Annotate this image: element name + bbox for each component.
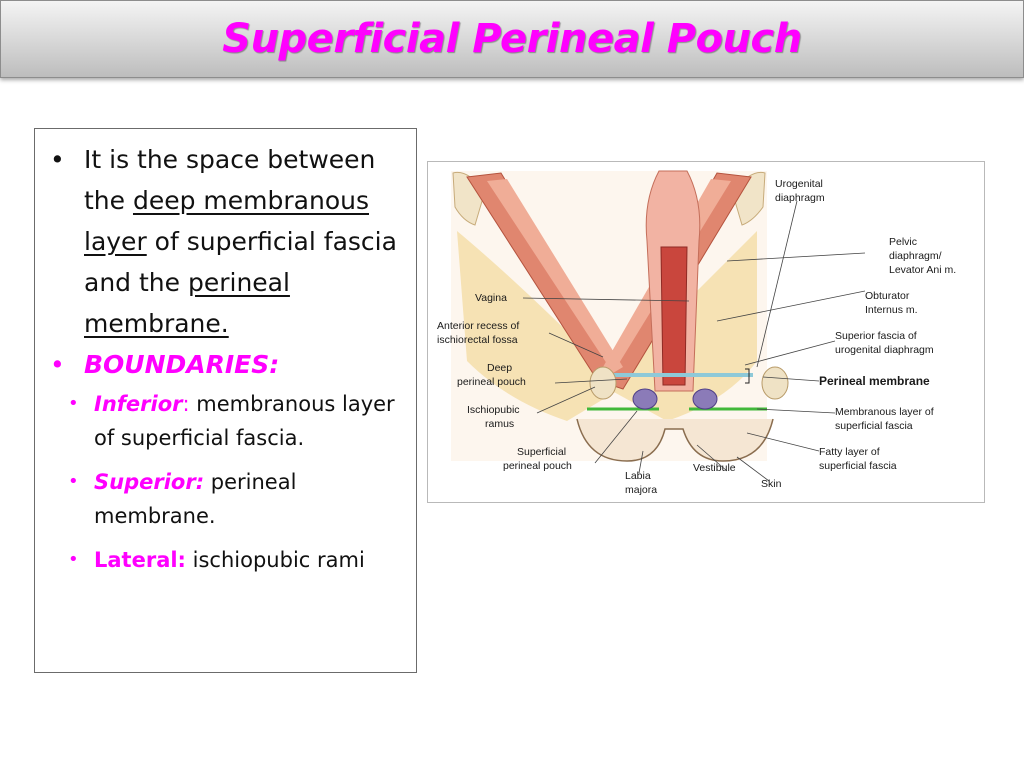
bulb-left bbox=[632, 388, 658, 410]
boundary-item-inferior: • Inferior: membranous layer of superfici… bbox=[49, 387, 409, 455]
boundary-text: membranous layer of superficial fascia. bbox=[94, 392, 395, 450]
bullet-boundaries: •BOUNDARIES: •Inferior: membranous layer… bbox=[49, 344, 409, 577]
ischiopubic-ramus-left bbox=[589, 366, 617, 400]
label-perineal-membrane: Perineal membrane bbox=[819, 374, 930, 388]
slide-title: Superficial Perineal Pouch bbox=[222, 16, 802, 62]
boundary-label: Superior: bbox=[94, 470, 205, 494]
perineum-diagram: Urogenital diaphragm Pelvic diaphragm/ L… bbox=[427, 161, 985, 503]
label-deep-pouch: Deep perineal pouch bbox=[457, 362, 526, 388]
definition-text-1: It is the space between the bbox=[84, 145, 376, 215]
fat-left bbox=[457, 231, 617, 421]
label-fatty-layer: Fatty layer of superficial fascia bbox=[819, 446, 897, 472]
bullet-dot-icon: • bbox=[50, 145, 65, 174]
boundaries-list: • Inferior: membranous layer of superfici… bbox=[68, 387, 409, 577]
bullet-dot-icon: • bbox=[68, 393, 79, 414]
labia-skin bbox=[576, 418, 774, 462]
label-superficial-pouch: Superficial perineal pouch bbox=[503, 446, 572, 472]
boundary-text: ischiopubic rami bbox=[192, 548, 365, 572]
boundary-text: perineal membrane. bbox=[94, 470, 297, 528]
label-anterior-recess: Anterior recess of ischiorectal fossa bbox=[437, 320, 522, 346]
definition-term-deep-layer: deep membranous layer bbox=[84, 186, 369, 256]
label-ischiopubic-ramus: Ischiopubic ramus bbox=[467, 404, 522, 430]
boundary-label: Lateral: bbox=[94, 548, 186, 572]
bracket-mark bbox=[745, 368, 750, 384]
boundary-item-lateral: • Lateral: ischiopubic rami bbox=[49, 543, 409, 577]
boundary-sep bbox=[186, 548, 193, 572]
ischiopubic-ramus-right bbox=[761, 366, 789, 400]
label-urogenital-diaphragm: Urogenital diaphragm bbox=[775, 178, 826, 204]
label-skin: Skin bbox=[761, 478, 782, 490]
boundary-label: Inferior bbox=[94, 392, 183, 416]
bullet-dot-icon: • bbox=[50, 350, 65, 379]
definition-text-2: of superficial fascia and the bbox=[84, 227, 397, 297]
bullet-definition: • It is the space between the deep membra… bbox=[49, 139, 409, 344]
boundary-sep: : bbox=[182, 392, 197, 416]
boundary-item-superior: • Superior: perineal membrane. bbox=[49, 465, 409, 533]
label-pelvic-diaphragm: Pelvic diaphragm/ Levator Ani m. bbox=[889, 236, 956, 276]
bulb-right bbox=[692, 388, 718, 410]
title-bar: Superficial Perineal Pouch bbox=[0, 0, 1024, 78]
label-obturator: Obturator Internus m. bbox=[865, 290, 918, 316]
label-labia-majora: Labia majora bbox=[625, 470, 657, 496]
boundaries-heading: BOUNDARIES: bbox=[84, 350, 280, 379]
bullet-dot-icon: • bbox=[68, 549, 79, 570]
bullet-dot-icon: • bbox=[68, 471, 79, 492]
content-box: • It is the space between the deep membra… bbox=[34, 128, 417, 673]
label-superior-fascia: Superior fascia of urogenital diaphragm bbox=[835, 330, 934, 356]
vagina-lumen bbox=[660, 246, 688, 386]
anatomy-figure: Urogenital diaphragm Pelvic diaphragm/ L… bbox=[427, 161, 985, 503]
boundary-sep bbox=[204, 470, 211, 494]
obturator-left bbox=[487, 179, 623, 373]
label-membranous-layer: Membranous layer of superficial fascia bbox=[835, 406, 937, 432]
definition-term-perineal-membrane: perineal membrane. bbox=[84, 268, 290, 338]
label-vestibule: Vestibule bbox=[693, 462, 736, 474]
label-vagina: Vagina bbox=[475, 292, 507, 304]
leader-lines bbox=[522, 200, 866, 482]
bullet-list: • It is the space between the deep membra… bbox=[49, 139, 409, 587]
